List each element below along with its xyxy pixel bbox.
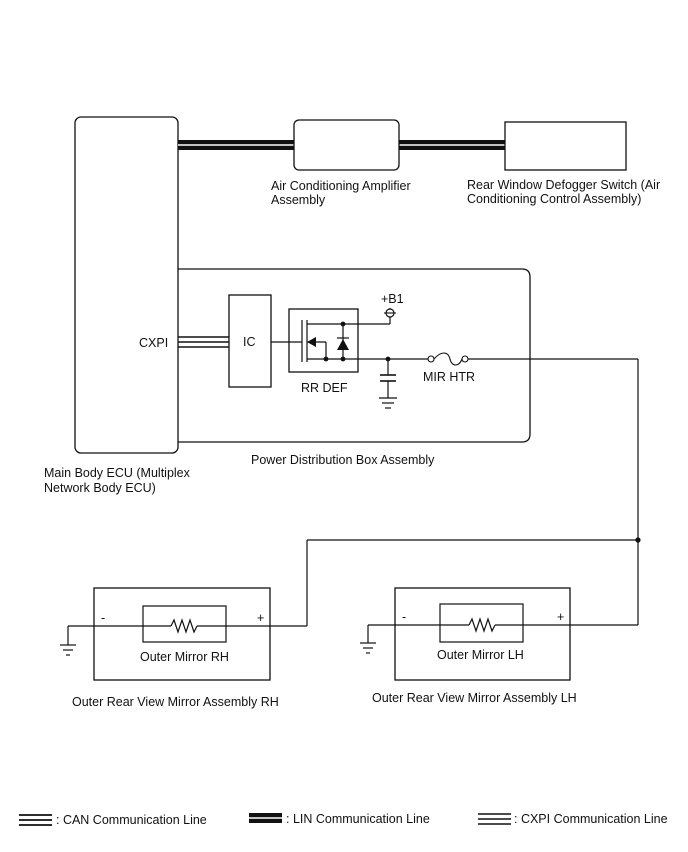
mirror-lh-circuit xyxy=(360,617,638,654)
cxpi-bus-ecu-to-ic xyxy=(178,336,229,348)
defogger-switch-box xyxy=(504,121,627,171)
mirror-lh-minus-sign: - xyxy=(402,610,406,624)
b1-supply-label: +B1 xyxy=(381,292,404,306)
legend-can-swatch xyxy=(19,814,52,826)
mirror-lh-heater-box xyxy=(439,603,524,643)
legend-lin-swatch xyxy=(249,813,282,823)
defogger-switch-label-line1: Rear Window Defogger Switch (Air xyxy=(467,178,660,192)
mirror-rh-heater-label: Outer Mirror RH xyxy=(140,650,229,664)
mirror-lh-heater-label: Outer Mirror LH xyxy=(437,648,524,662)
mirror-lh-plus-sign: + xyxy=(557,610,564,624)
main-body-ecu-box xyxy=(74,116,179,454)
defogger-switch-label-line2: Conditioning Control Assembly) xyxy=(467,192,641,206)
mirror-rh-heater-box xyxy=(142,605,227,643)
lin-bus-ecu-to-ac-amp xyxy=(178,140,294,150)
rr-def-relay xyxy=(288,308,388,373)
wire-junction-dot xyxy=(635,537,641,543)
legend-can-label: : CAN Communication Line xyxy=(56,813,207,827)
power-distribution-box-label: Power Distribution Box Assembly xyxy=(251,453,435,467)
main-ecu-label-line2: Network Body ECU) xyxy=(44,481,156,495)
mirror-rh-plus-sign: + xyxy=(257,611,264,625)
mirror-rh-minus-sign: - xyxy=(101,611,105,625)
cxpi-port-label: CXPI xyxy=(139,336,168,350)
mirror-rh-assembly-label: Outer Rear View Mirror Assembly RH xyxy=(72,695,279,709)
legend-lin-label: : LIN Communication Line xyxy=(286,812,430,826)
ic-box xyxy=(228,294,272,388)
main-ecu-label-line1: Main Body ECU (Multiplex xyxy=(44,466,191,480)
legend-cxpi-label: : CXPI Communication Line xyxy=(514,812,668,826)
rr-def-label: RR DEF xyxy=(301,381,348,395)
legend-cxpi-swatch xyxy=(478,813,511,825)
ic-label: IC xyxy=(243,335,256,349)
mirror-lh-assembly-label: Outer Rear View Mirror Assembly LH xyxy=(372,691,577,705)
ac-amplifier-box xyxy=(293,119,400,171)
power-distribution-box-outline xyxy=(178,268,531,443)
mir-htr-fuse xyxy=(388,352,638,366)
lin-bus-ac-amp-to-switch xyxy=(399,140,505,150)
ac-amplifier-label-line2: Assembly xyxy=(271,193,326,207)
mir-htr-label: MIR HTR xyxy=(423,370,475,384)
mirror-rh-assembly-box xyxy=(93,587,271,681)
heater-output-wiring xyxy=(306,359,639,626)
mirror-rh-circuit xyxy=(60,618,307,656)
b1-supply-terminal xyxy=(343,308,396,325)
mirror-lh-assembly-box xyxy=(394,587,571,681)
ac-amplifier-label-line1: Air Conditioning Amplifier xyxy=(271,179,411,193)
capacitor-ground-symbol xyxy=(379,356,397,409)
